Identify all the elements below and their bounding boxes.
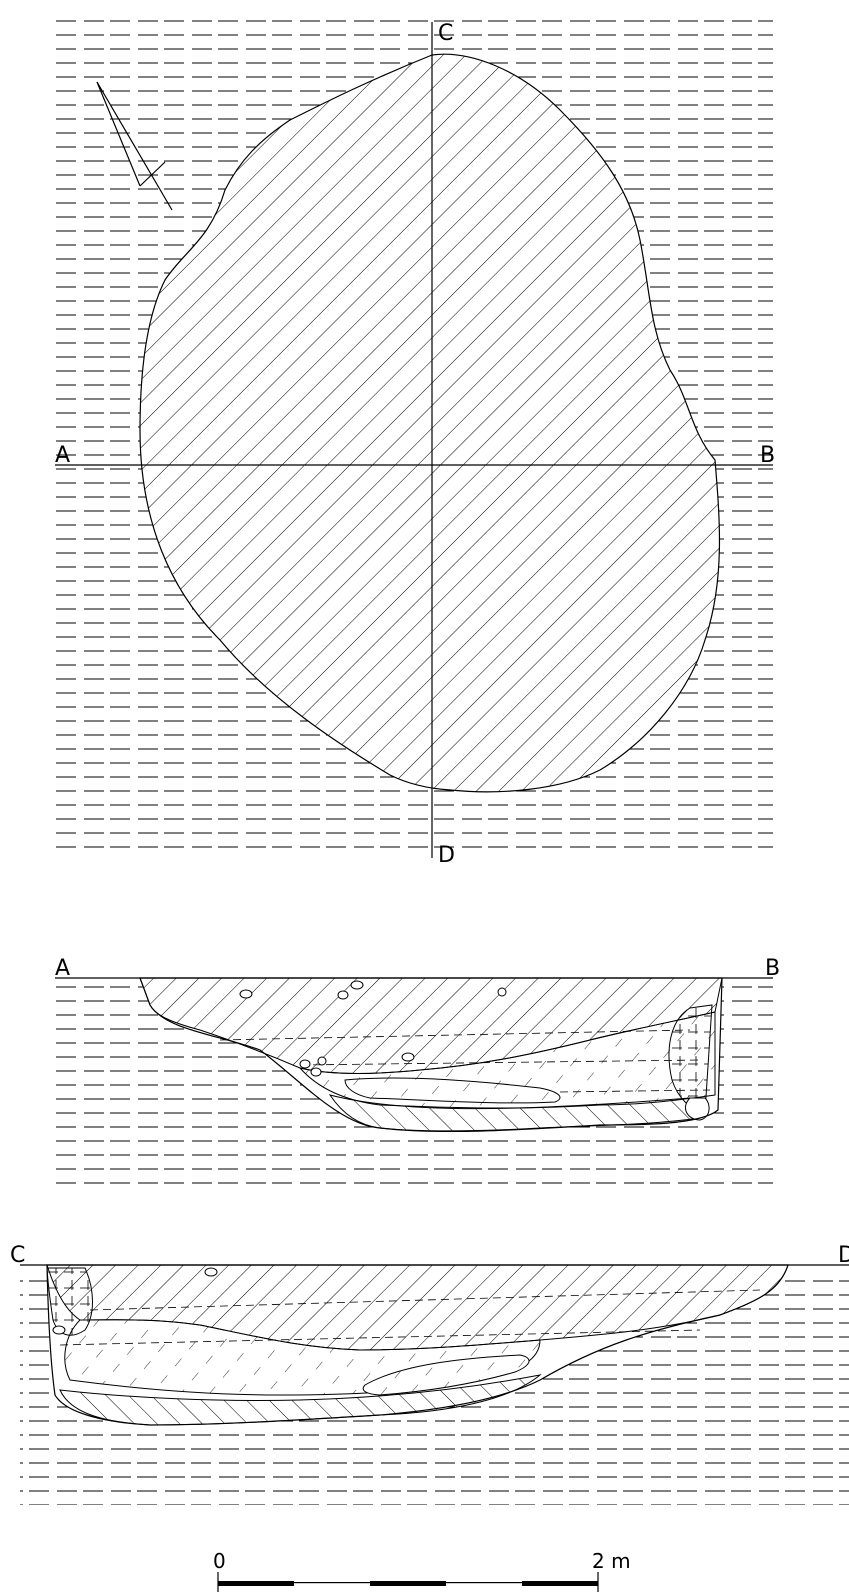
- section-ab-label-b: B: [765, 956, 780, 981]
- scale-bar: 0 2 m: [213, 1549, 631, 1592]
- north-arrow-icon: [96, 81, 173, 211]
- plan-label-d: D: [438, 843, 455, 868]
- scale-bar-segment: [370, 1581, 446, 1586]
- scale-end-label: 2 m: [592, 1549, 631, 1573]
- scale-start-label: 0: [213, 1549, 226, 1573]
- section-ab-label-a: A: [55, 956, 70, 981]
- section-cd: C D: [10, 1243, 849, 1505]
- plan-label-a: A: [55, 443, 70, 468]
- plan-view: A B C D: [55, 18, 775, 868]
- scale-bar-segment: [446, 1582, 522, 1584]
- section-ab: A B: [55, 956, 780, 1185]
- scale-bar-segment: [218, 1581, 294, 1586]
- scale-bar-segment: [294, 1582, 370, 1584]
- stone-icon: [239, 980, 507, 1077]
- section-cd-label-d: D: [838, 1243, 849, 1268]
- plan-label-c: C: [438, 21, 453, 46]
- section-cd-label-c: C: [10, 1243, 25, 1268]
- pit-outline: [139, 53, 721, 793]
- scale-bar-segment: [522, 1581, 598, 1586]
- stone-icon: [204, 1267, 218, 1277]
- plan-label-b: B: [760, 443, 775, 468]
- stone-icon: [52, 1325, 66, 1335]
